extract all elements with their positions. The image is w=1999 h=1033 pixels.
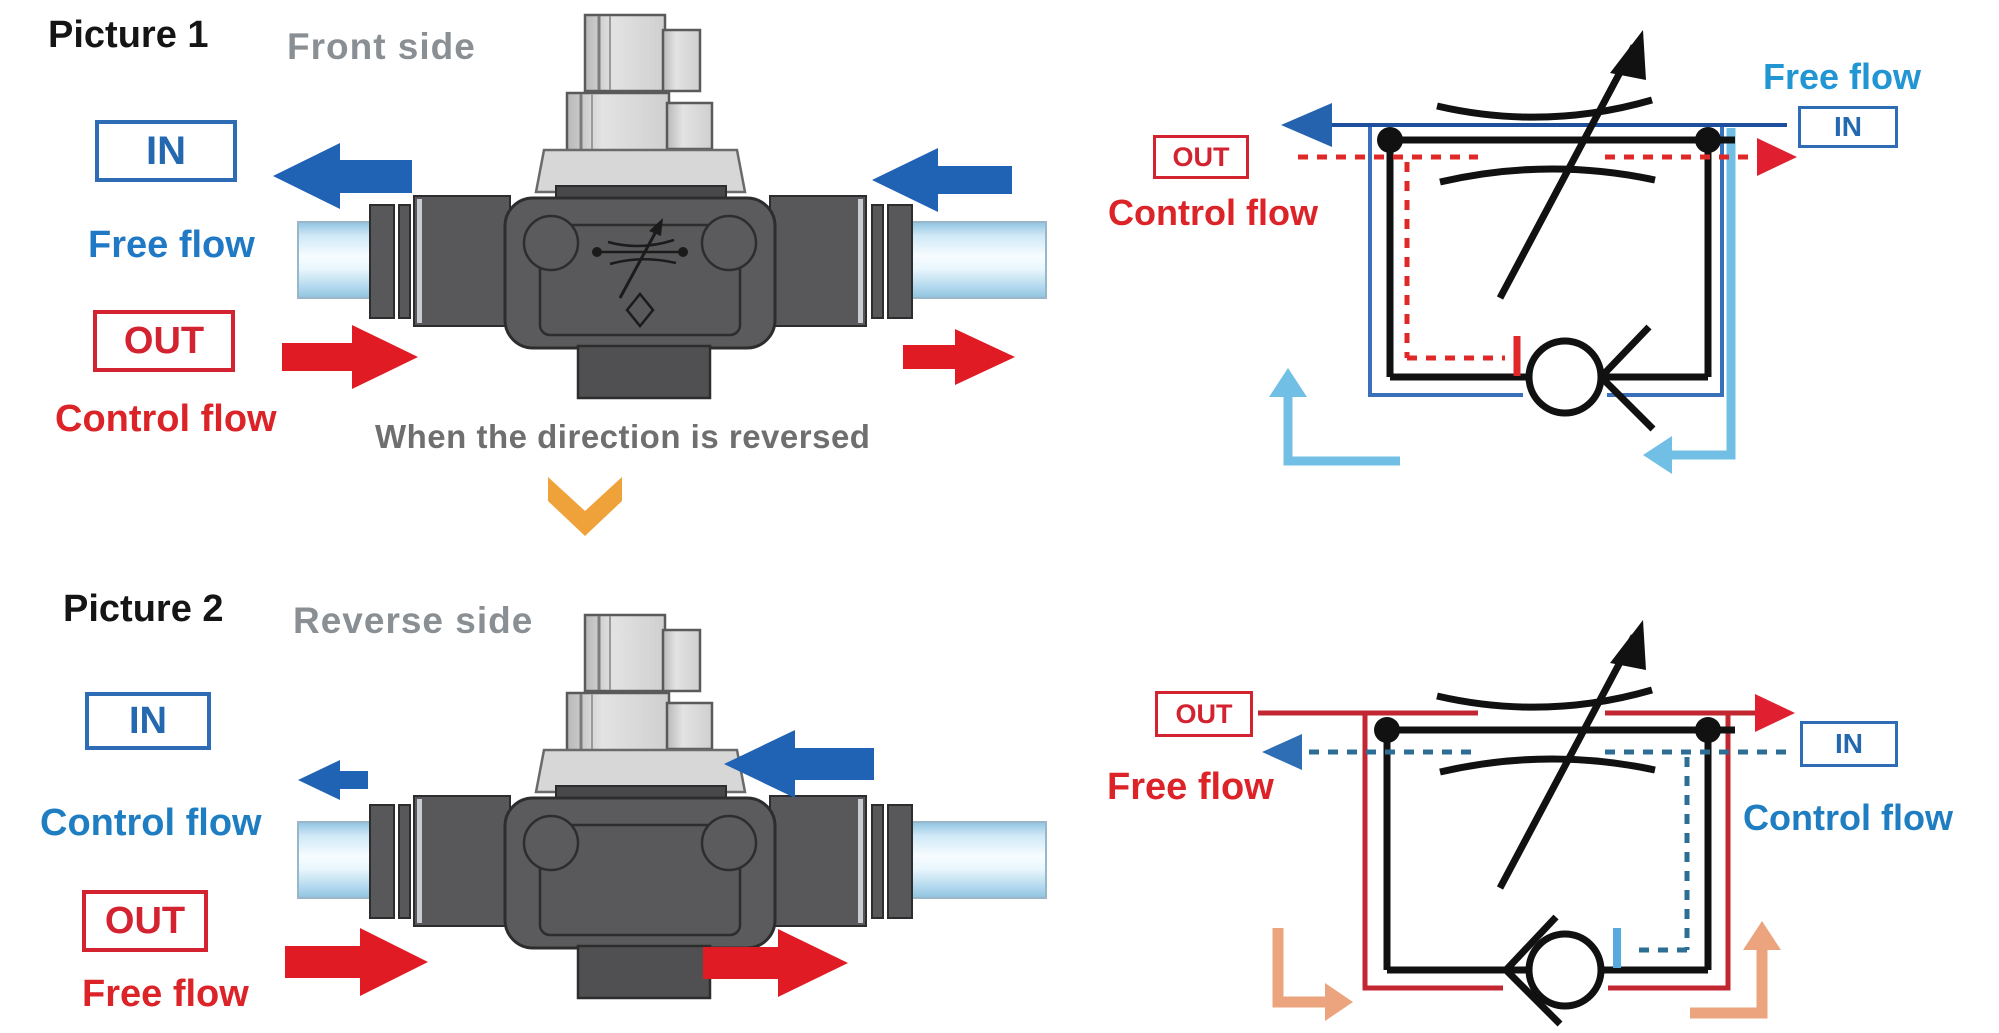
picture2-subtitle: Reverse side [293, 600, 534, 641]
valve-photo-reverse [285, 613, 1048, 1000]
chevron-down-icon [548, 477, 622, 536]
schematic2-control-flow-label: Control flow [1743, 797, 1953, 838]
schematic1-out-box: OUT [1153, 135, 1249, 179]
p1-in-arrow-right [872, 148, 1012, 212]
p2-in-arrow-small [298, 760, 368, 800]
picture2-title: Picture 2 [63, 588, 224, 630]
p1-out-arrow [282, 325, 418, 389]
schematic2-free-flow-label: Free flow [1107, 766, 1274, 808]
picture2-in-box: IN [85, 692, 211, 750]
picture2-out-flow-label: Free flow [82, 973, 249, 1015]
schematic2-in-label: IN [1835, 728, 1863, 759]
picture2-in-label: IN [129, 699, 167, 742]
p1-in-arrow [273, 143, 412, 209]
needle-valve-symbol [1436, 620, 1656, 890]
schematic1-free-flow-label: Free flow [1763, 56, 1922, 97]
picture1-in-flow-label: Free flow [88, 224, 255, 266]
picture1-subtitle: Front side [287, 26, 476, 67]
p2-in-arrow-right [724, 730, 874, 798]
schematic-reverse [1258, 620, 1795, 1027]
picture1-in-label: IN [146, 128, 186, 173]
check-valve-symbol [1503, 914, 1605, 1027]
schematic1-in-box: IN [1798, 106, 1898, 148]
schematic2-in-box: IN [1800, 721, 1898, 767]
picture2-out-label: OUT [104, 899, 186, 942]
schematic2-out-box: OUT [1155, 691, 1253, 737]
picture2-out-box: OUT [82, 890, 208, 952]
p2-out-arrow-left [285, 928, 428, 996]
schematic1-in-label: IN [1834, 111, 1862, 142]
schematic1-out-label: OUT [1172, 141, 1230, 172]
control-flow-dashed-path [1290, 749, 1790, 953]
picture2-in-flow-label: Control flow [40, 802, 262, 844]
picture1-out-label: OUT [123, 319, 205, 362]
p1-out-arrow-right [903, 329, 1015, 385]
picture1-out-flow-label: Control flow [55, 398, 277, 440]
needle-valve-symbol [1436, 30, 1656, 300]
check-valve-symbol [1525, 324, 1656, 432]
picture1-in-box: IN [95, 120, 237, 182]
control-flow-dashed-path [1298, 154, 1758, 361]
schematic2-out-label: OUT [1175, 698, 1233, 729]
p2-out-arrow-right [703, 929, 848, 997]
picture1-title: Picture 1 [48, 14, 209, 56]
picture1-out-box: OUT [93, 310, 235, 372]
schematic-front [1269, 30, 1797, 474]
schematic1-control-flow-label: Control flow [1108, 192, 1318, 233]
divider-text: When the direction is reversed [375, 418, 871, 455]
valve-face-flow-symbol [592, 218, 688, 328]
valve-photo-front [273, 13, 1048, 400]
